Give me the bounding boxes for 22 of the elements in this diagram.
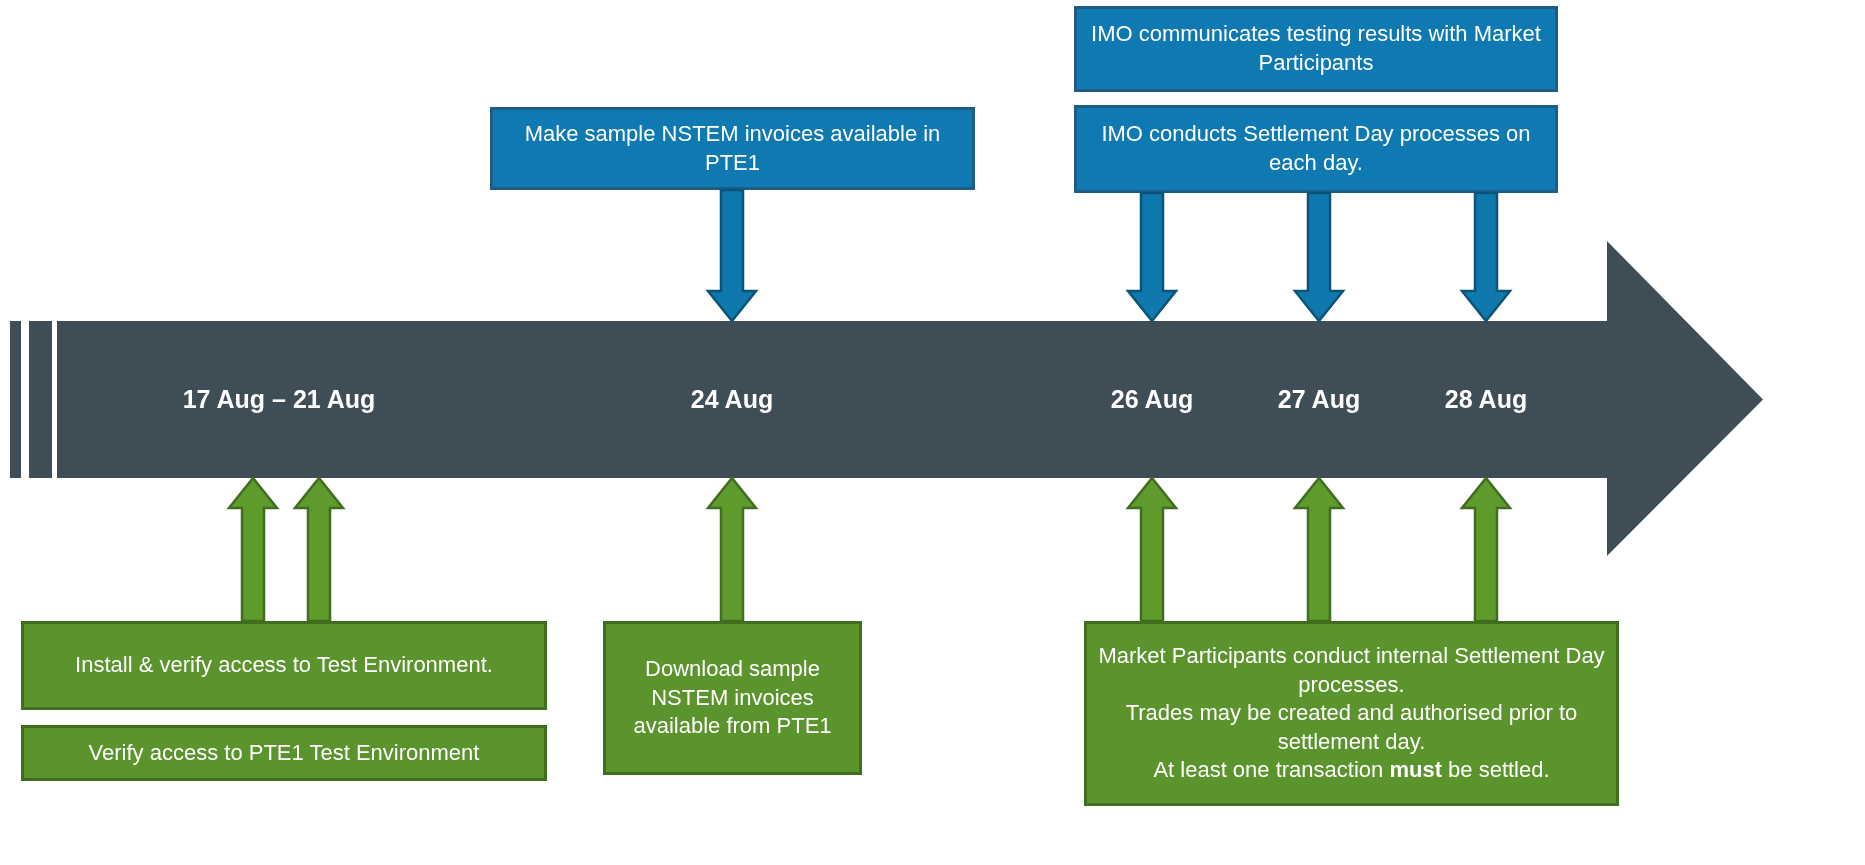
task-box: Download sample NSTEM invoices available from PTE1 <box>603 621 862 775</box>
block-arrow <box>292 476 346 623</box>
block-arrow <box>1125 191 1179 323</box>
process-box: Make sample NSTEM invoices available in PTE1 <box>490 107 975 190</box>
date-label: 17 Aug – 21 Aug <box>182 385 376 414</box>
block-arrow <box>1292 191 1346 323</box>
process-box: IMO communicates testing results with Market Participants <box>1074 6 1558 92</box>
date-label: 28 Aug <box>1444 385 1528 414</box>
block-arrow <box>705 188 759 323</box>
task-box: Verify access to PTE1 Test Environment <box>21 725 547 781</box>
date-label: 27 Aug <box>1277 385 1361 414</box>
block-arrow <box>1459 191 1513 323</box>
block-arrow <box>1292 476 1346 623</box>
block-arrow <box>1459 476 1513 623</box>
block-arrow <box>226 476 280 623</box>
block-arrow <box>1125 476 1179 623</box>
task-box: Install & verify access to Test Environment. <box>21 621 547 710</box>
date-label: 24 Aug <box>690 385 774 414</box>
task-box: Market Participants conduct internal Settlement Day processes. Trades may be created and authorised prior to settlement day. At least one transaction must be settled. <box>1084 621 1619 806</box>
block-arrow <box>705 476 759 623</box>
date-label: 26 Aug <box>1110 385 1194 414</box>
process-box: IMO conducts Settlement Day processes on each day. <box>1074 105 1558 193</box>
